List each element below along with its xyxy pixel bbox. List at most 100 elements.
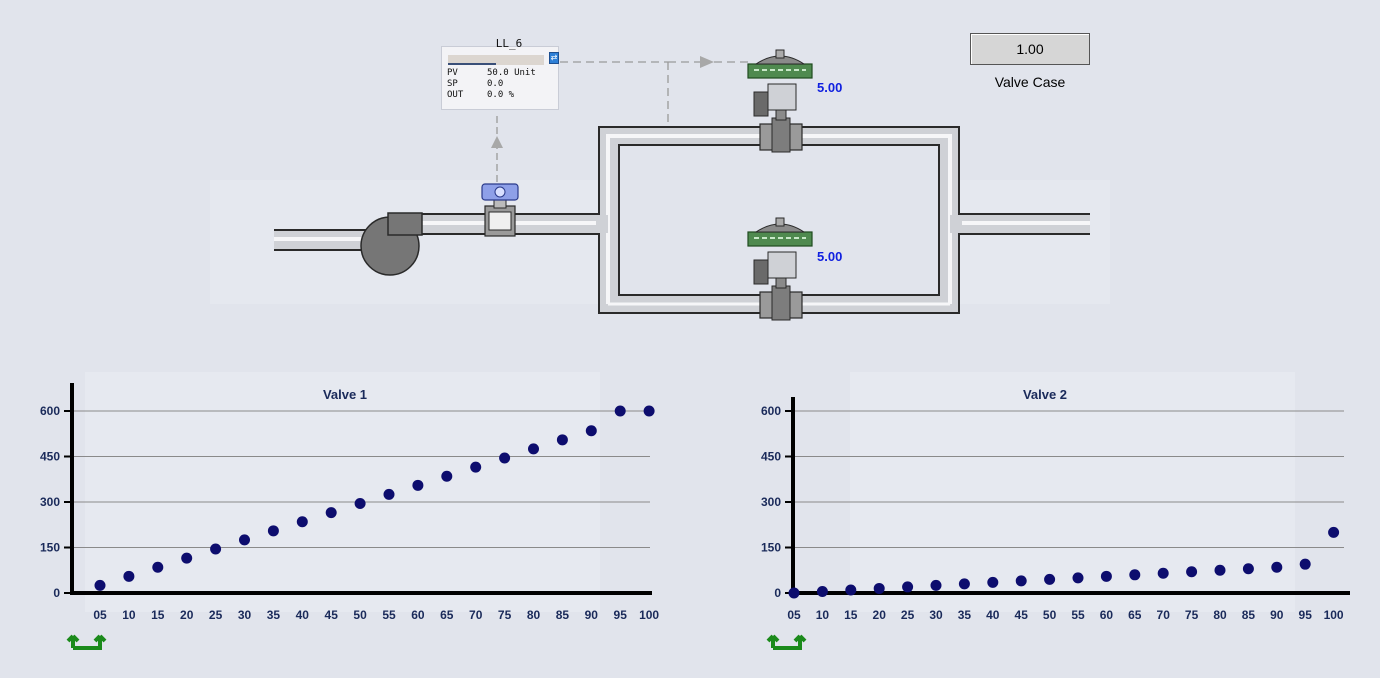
green-return-arrows-icon [766,634,807,650]
c1-y-tick-label: 600 [40,404,60,418]
c2-data-point [930,579,942,591]
signal-arrow-right-icon [700,56,714,68]
c2-x-tick-label: 80 [1213,608,1227,622]
c1-y-tick-label: 0 [53,586,60,600]
c2-data-point [1299,558,1311,570]
c2-y-tick-label: 0 [774,586,781,600]
c1-data-point [152,561,164,573]
c1-x-tick-label: 75 [498,608,512,622]
centrifugal-pump-icon [360,212,423,276]
c1-data-point [470,461,482,473]
c1-data-point [181,552,193,564]
c2-data-point [1129,569,1141,581]
c2-x-tick-label: 65 [1128,608,1142,622]
c1-data-point [643,405,655,417]
chart1-y-ticks: 0 150 300 450 600 [40,404,72,600]
control-valve-2-icon[interactable] [747,217,813,321]
controller-row-out: OUT 0.0 % [447,90,557,101]
c1-data-point [412,479,424,491]
controller-output-bar [448,55,544,65]
c2-x-tick-label: 75 [1185,608,1199,622]
c1-data-point [267,525,279,537]
controller-row-key: SP [447,79,458,89]
chart2-title: Valve 2 [1022,387,1068,402]
c1-x-tick-label: 90 [585,608,599,622]
chart2-y-ticks: 0 150 300 450 600 [761,404,793,600]
c2-data-point [1271,561,1283,573]
c1-x-tick-label: 95 [614,608,628,622]
c2-y-tick-label: 150 [761,541,781,555]
c2-x-tick-label: 90 [1270,608,1284,622]
c1-x-tick-label: 100 [639,608,659,622]
c2-x-tick-label: 10 [816,608,830,622]
c2-x-tick-label: 100 [1324,608,1344,622]
c1-data-point [383,488,395,500]
chart2-reset-button[interactable] [766,634,807,650]
valve-1-position: 5.00 [817,80,843,95]
c2-data-point [902,581,914,593]
c2-data-point [1015,575,1027,587]
c2-data-point [1044,573,1056,585]
c1-x-tick-label: 45 [325,608,339,622]
valve-case-label: Valve Case [994,74,1066,90]
control-valve-1-icon[interactable] [747,49,813,153]
c1-y-tick-label: 300 [40,495,60,509]
c2-data-point [958,578,970,590]
piping [274,126,1090,314]
c1-x-tick-label: 25 [209,608,223,622]
c2-y-tick-label: 450 [761,450,781,464]
c2-x-tick-label: 60 [1100,608,1114,622]
c2-data-point [1100,570,1112,582]
flow-transmitter-icon[interactable] [481,183,519,237]
c2-data-point [1214,564,1226,576]
green-return-arrows-icon [66,634,107,650]
c2-x-tick-label: 05 [787,608,801,622]
c2-data-point [1186,566,1198,578]
c2-data-point [816,585,828,597]
c1-x-tick-label: 70 [469,608,483,622]
c1-data-point [441,470,453,482]
chart1-title: Valve 1 [322,387,368,402]
c2-data-point [788,587,800,599]
c1-y-tick-label: 450 [40,450,60,464]
c1-x-tick-label: 40 [296,608,310,622]
c1-data-point [585,425,597,437]
c2-x-tick-label: 85 [1242,608,1256,622]
c2-x-tick-label: 40 [986,608,1000,622]
chart1-reset-button[interactable] [66,634,107,650]
c1-x-tick-label: 55 [382,608,396,622]
c2-data-point [1242,563,1254,575]
chart1-points [94,405,655,591]
signal-arrow-up-icon [491,136,503,148]
c1-y-tick-label: 150 [40,541,60,555]
c2-y-tick-label: 300 [761,495,781,509]
chart1-panel [85,372,600,612]
c2-x-tick-label: 20 [873,608,887,622]
c2-x-tick-label: 95 [1299,608,1313,622]
c1-data-point [614,405,626,417]
c1-data-point [210,543,222,555]
c1-data-point [528,443,539,455]
c2-x-tick-label: 45 [1015,608,1029,622]
c2-data-point [845,584,857,596]
controller-row-value: 50.0 Unit [487,68,536,78]
c2-y-tick-label: 600 [761,404,781,418]
c1-x-tick-label: 65 [440,608,454,622]
controller-row-key: PV [447,68,458,78]
c1-x-tick-label: 60 [411,608,425,622]
c1-x-tick-label: 10 [122,608,136,622]
controller-row-value: 0.0 [487,79,504,89]
c2-data-point [873,582,885,594]
c1-data-point [325,507,337,519]
controller-row-key: OUT [447,90,464,100]
c2-x-tick-label: 25 [901,608,915,622]
c1-x-tick-label: 80 [527,608,541,622]
valve-case-input[interactable]: 1.00 [970,33,1090,65]
controller-mode-button[interactable]: ⇄ [549,52,559,64]
c1-x-tick-label: 50 [353,608,367,622]
c2-x-tick-label: 30 [929,608,943,622]
